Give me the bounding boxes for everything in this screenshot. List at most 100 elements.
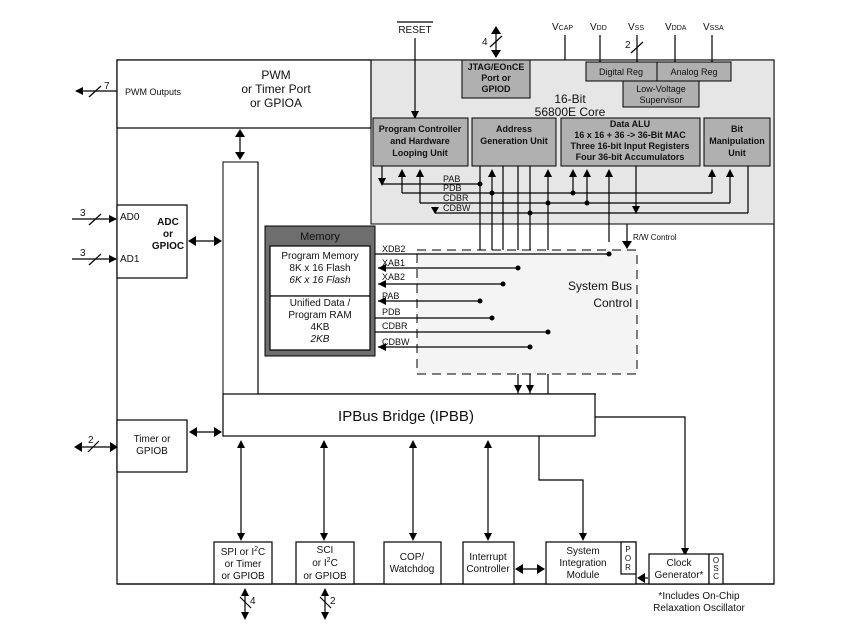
pwm-label-1: PWM [261,68,290,82]
program-memory-block [269,245,371,297]
reset-pin-label: RESET [398,25,431,36]
power-pin-vss: VSS 2 [625,22,644,62]
adc-ad0-label: AD0 [120,212,140,223]
svg-text:VSS: VSS [628,22,644,33]
pwm-label-2: or Timer Port [241,82,311,96]
spi-label-3: or GPIOB [221,571,265,582]
pwm-outputs-label: PWM Outputs [125,87,182,97]
ipbus-bridge-block [222,393,596,437]
cop-label-1: COP/ [400,552,425,563]
lvs-label-2: Supervisor [639,95,682,105]
low-voltage-supervisor-block [622,80,700,108]
digital-reg-label: Digital Reg [599,67,643,77]
jtag-block [461,59,531,99]
program-memory-label-1: Program Memory [281,251,358,262]
alu-label-1: Data ALU [610,119,650,129]
spi-width: 4 [250,596,256,607]
mem-bus-cdbr: CDBR [382,321,408,331]
program-memory-label-3: 6K x 16 Flash [289,275,351,286]
alu-label-3: Three 16-bit Input Registers [570,141,689,151]
core-bus-pdb: PDB [443,183,462,193]
mem-bus-cdbw: CDBW [382,337,410,347]
osc-label-o: O [713,556,719,565]
program-controller-label-3: Looping Unit [392,148,447,158]
osc-block [708,553,724,585]
clock-generator-block [648,553,710,585]
sci-label-1: SCI [317,545,334,556]
sim-label-1: System [566,546,599,557]
alu-label-2: 16 x 16 + 36 -> 36-Bit MAC [574,130,686,140]
bmu-label-3: Unit [728,148,746,158]
program-controller-block [372,117,469,167]
svg-text:VDDA: VDDA [665,22,687,33]
osc-label-s: S [713,564,718,573]
core-bus-pab: PAB [443,174,460,184]
memory-buses [375,251,612,351]
adc-label-3: GPIOC [152,241,184,252]
lvs-label-1: Low-Voltage [636,84,686,94]
adc-label-2: or [163,229,173,240]
internal-bus-column [222,161,259,405]
clock-label-1: Clock [666,558,692,569]
interrupt-label-1: Interrupt [469,552,506,563]
bmu-label-2: Manipulation [709,136,765,146]
memory-title: Memory [300,231,340,243]
pwm-bus-slash [88,85,102,98]
ipbus-bridge-label: IPBus Bridge (IPBB) [338,408,474,425]
program-memory-label-2: 8K x 16 Flash [289,263,350,274]
jtag-width: 4 [482,37,488,48]
sim-label-3: Module [567,570,600,581]
clock-label-2: Generator* [655,570,704,581]
ram-label-2: Program RAM [288,310,351,321]
mem-bus-pdb: PDB [382,307,401,317]
interrupt-label-2: Controller [466,564,510,575]
core-bus-cdbr: CDBR [443,193,469,203]
ram-label-4: 2KB [310,334,330,345]
timer-label-2: GPIOB [136,446,168,457]
power-pin-vdda: VDDA [665,22,687,62]
ram-label-3: 4KB [311,322,330,333]
adc-ad1-label: AD1 [120,254,140,265]
bmu-label-1: Bit [731,124,743,134]
data-alu-block [560,117,701,167]
core-title-2: 56800E Core [535,105,606,119]
timer-block [116,419,188,473]
sci-label-3: or GPIOB [303,571,347,582]
por-label-o: O [625,554,631,563]
program-controller-label-2: and Hardware [390,136,450,146]
svg-text:VCAP: VCAP [552,22,573,33]
system-bus-label-2: Control [593,296,632,310]
power-pin-vssa: VSSA [703,22,724,62]
sci-label-2: or I2C [312,557,338,569]
analog-reg-label: Analog Reg [670,67,717,77]
timer-width: 2 [88,435,94,446]
system-bus-control-block [416,249,638,375]
mem-bus-xab1: XAB1 [382,258,405,268]
ad0-width: 3 [80,208,86,219]
mem-bus-xab2: XAB2 [382,272,405,282]
mem-bus-pab: PAB [382,291,399,301]
svg-text:2: 2 [625,40,631,51]
bit-manipulation-unit-block [703,117,771,167]
agu-label-2: Generation Unit [480,136,548,146]
core-bus-cdbw: CDBW [443,203,471,213]
pwm-label-3: or GPIOA [250,96,302,110]
por-block [620,541,637,575]
por-label-p: P [625,545,630,554]
cop-watchdog-block [383,541,442,585]
osc-label-c: C [713,572,719,581]
footnote-line-1: *Includes On-Chip [658,591,740,602]
alu-label-4: Four 36-bit Accumulators [576,152,685,162]
jtag-label-1: JTAG/EOnCE [468,62,525,72]
svg-text:VDD: VDD [590,22,607,33]
power-pin-vcap: VCAP [552,22,573,60]
agu-label-1: Address [496,124,532,134]
spi-label-1: SPI or I2C [221,546,266,558]
pwm-block [116,59,372,129]
mem-bus-xdb2: XDB2 [382,244,406,254]
footnote-line-2: Relaxation Oscillator [653,603,745,614]
system-bus-label-1: System Bus [568,279,632,293]
sim-label-2: Integration [559,558,606,569]
spi-block [213,541,273,585]
